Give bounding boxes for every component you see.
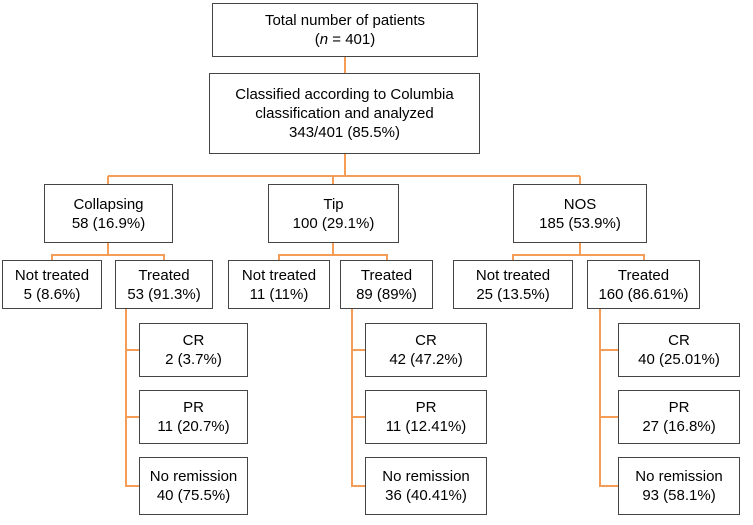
- node-tip-not-treated: Not treated 11 (11%): [228, 260, 330, 309]
- connector-tip-treated-outcomes: [351, 309, 365, 487]
- node-value: 160 (86.61%): [598, 285, 689, 303]
- node-label: Treated: [617, 266, 670, 284]
- node-collapsing-not-treated: Not treated 5 (8.6%): [2, 260, 102, 309]
- node-value: 89 (89%): [356, 285, 417, 303]
- node-tip: Tip 100 (29.1%): [268, 184, 399, 243]
- connector-tip-children: [278, 243, 388, 260]
- connector-split-drops: [107, 176, 581, 184]
- node-value: 53 (91.3%): [127, 285, 201, 303]
- node-label: PR: [668, 399, 690, 416]
- node-label: Treated: [360, 266, 413, 284]
- node-label: Tip: [323, 195, 344, 213]
- node-label: Not treated: [14, 266, 90, 284]
- node-value: 11 (12.41%): [385, 418, 467, 435]
- node-value: 58 (16.9%): [71, 214, 146, 232]
- node-label: PR: [415, 399, 437, 416]
- node-tip-cr: CR 42 (47.2%): [365, 323, 487, 377]
- node-value: 25 (13.5%): [476, 285, 550, 303]
- node-tip-treated: Treated 89 (89%): [340, 260, 433, 309]
- node-label: Treated: [138, 266, 190, 284]
- node-collapsing-treated: Treated 53 (91.3%): [115, 260, 213, 309]
- node-value: 2 (3.7%): [165, 351, 222, 368]
- node-value: 11 (20.7%): [157, 418, 230, 435]
- node-value: 5 (8.6%): [23, 285, 81, 303]
- node-label: Not treated: [475, 266, 551, 284]
- node-value: 93 (58.1%): [642, 487, 716, 504]
- connector-collapsing-treated-outcomes: [125, 309, 139, 487]
- node-label: Not treated: [241, 266, 317, 284]
- node-value: 27 (16.8%): [642, 418, 716, 435]
- node-value: 42 (47.2%): [389, 351, 463, 368]
- connector-nos-children: [512, 243, 645, 260]
- node-label: CR: [415, 332, 437, 349]
- node-value: 40 (25.01%): [638, 351, 720, 368]
- node-nos: NOS 185 (53.9%): [513, 184, 647, 243]
- node-value: 185 (53.9%): [539, 214, 621, 232]
- connector-nos-treated-outcomes: [599, 309, 618, 487]
- node-label: Total number of patients: [264, 12, 426, 29]
- n-variable: n: [319, 31, 329, 48]
- node-value: 100 (29.1%): [292, 214, 375, 232]
- node-nos-not-treated: Not treated 25 (13.5%): [453, 260, 573, 309]
- node-label: PR: [183, 399, 204, 416]
- node-collapsing-no-remission: No remission 40 (75.5%): [139, 457, 248, 515]
- node-label: No remission: [635, 468, 723, 485]
- connector-collapsing-children: [51, 243, 165, 260]
- node-collapsing: Collapsing 58 (16.9%): [44, 184, 173, 243]
- node-label: CR: [668, 332, 690, 349]
- node-label: No remission: [149, 468, 238, 485]
- node-label: classification and analyzed: [255, 105, 434, 122]
- node-nos-cr: CR 40 (25.01%): [618, 323, 740, 377]
- node-nos-pr: PR 27 (16.8%): [618, 390, 740, 444]
- node-tip-pr: PR 11 (12.41%): [365, 390, 487, 444]
- node-value: 343/401 (85.5%): [289, 124, 400, 141]
- node-nos-treated: Treated 160 (86.61%): [587, 260, 700, 309]
- node-label: CR: [182, 332, 205, 349]
- node-classified: Classified according to Columbia classif…: [209, 73, 480, 154]
- node-nos-no-remission: No remission 93 (58.1%): [618, 457, 740, 515]
- node-label: NOS: [563, 195, 597, 213]
- node-value: (n = 401): [314, 31, 376, 48]
- node-value: 40 (75.5%): [156, 487, 231, 504]
- node-collapsing-cr: CR 2 (3.7%): [139, 323, 248, 377]
- node-value: 11 (11%): [249, 285, 309, 303]
- node-label: Classified according to Columbia: [235, 86, 454, 103]
- node-collapsing-pr: PR 11 (20.7%): [139, 390, 248, 444]
- node-label: No remission: [382, 468, 470, 485]
- node-total-patients: Total number of patients (n = 401): [212, 3, 478, 57]
- node-label: Collapsing: [73, 195, 144, 213]
- node-tip-no-remission: No remission 36 (40.41%): [365, 457, 487, 515]
- node-value: 36 (40.41%): [385, 487, 467, 504]
